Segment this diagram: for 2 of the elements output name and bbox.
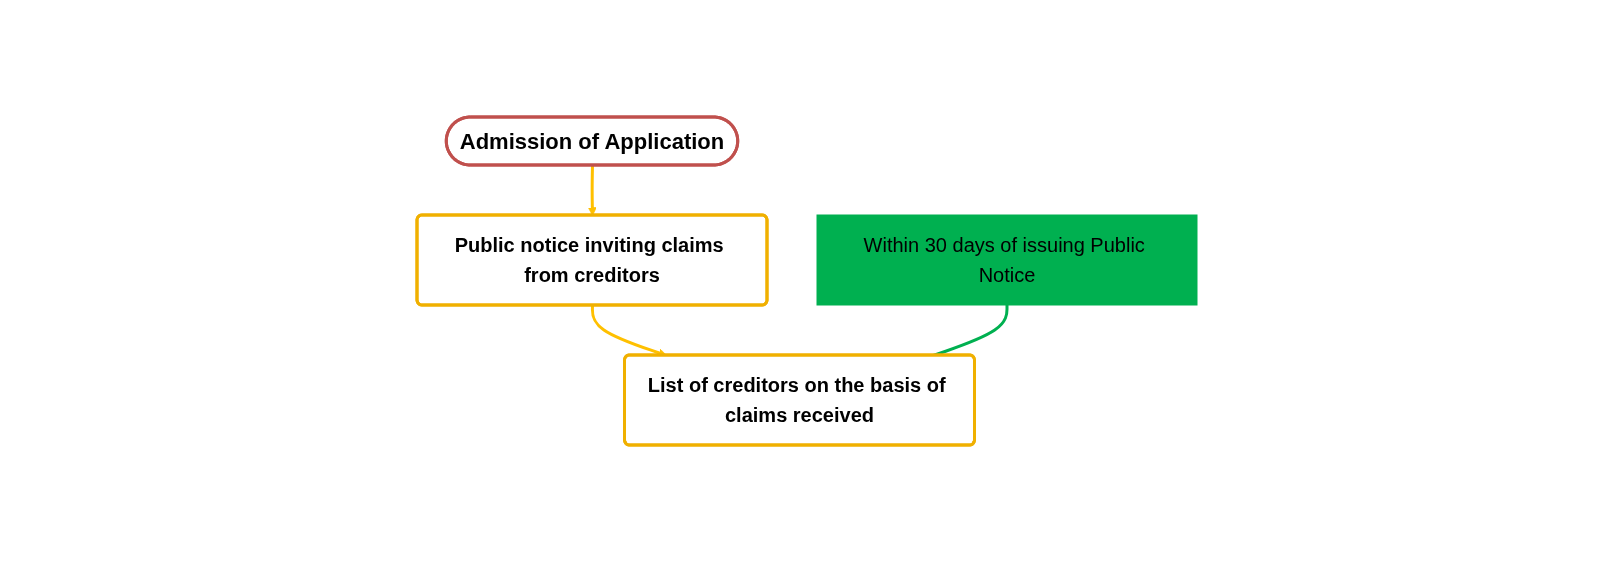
node-box: Within 30 days of issuing Public Notice bbox=[816, 214, 1197, 306]
arrow bbox=[587, 165, 597, 216]
